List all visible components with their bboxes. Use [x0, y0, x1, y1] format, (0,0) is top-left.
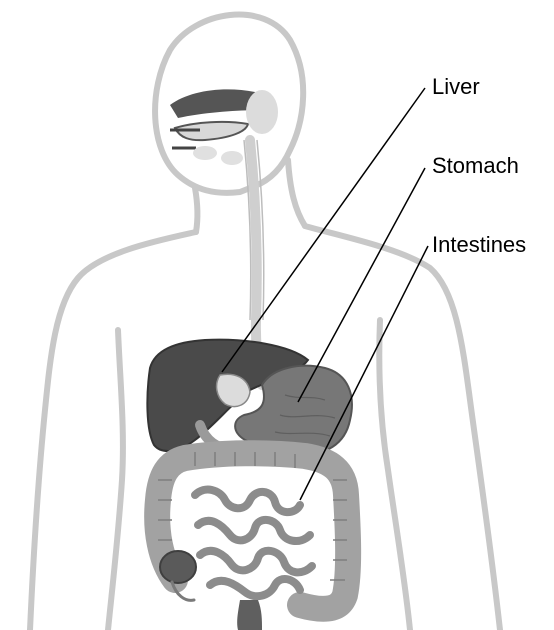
- small-intestine: [195, 490, 312, 597]
- rectum: [237, 600, 262, 630]
- intestines-label: Intestines: [432, 234, 526, 256]
- small-intestine-coil-2: [198, 520, 310, 541]
- right-inner-arm-outline: [379, 320, 410, 630]
- left-inner-arm-outline: [108, 330, 123, 630]
- oral-cavity: [170, 89, 278, 165]
- salivary-gland-left: [193, 146, 217, 160]
- salivary-gland-right: [221, 151, 243, 165]
- small-intestine-coil-3: [200, 551, 312, 573]
- stomach-leader-line: [298, 168, 425, 402]
- neck-right-outline: [288, 160, 305, 226]
- liver-label: Liver: [432, 76, 480, 98]
- salivary-gland-upper: [246, 90, 278, 134]
- neck-left-outline: [195, 188, 197, 232]
- small-intestine-coil-4: [210, 579, 300, 596]
- small-intestine-coil-1: [195, 490, 300, 513]
- cecum: [160, 551, 196, 583]
- stomach-label: Stomach: [432, 155, 519, 177]
